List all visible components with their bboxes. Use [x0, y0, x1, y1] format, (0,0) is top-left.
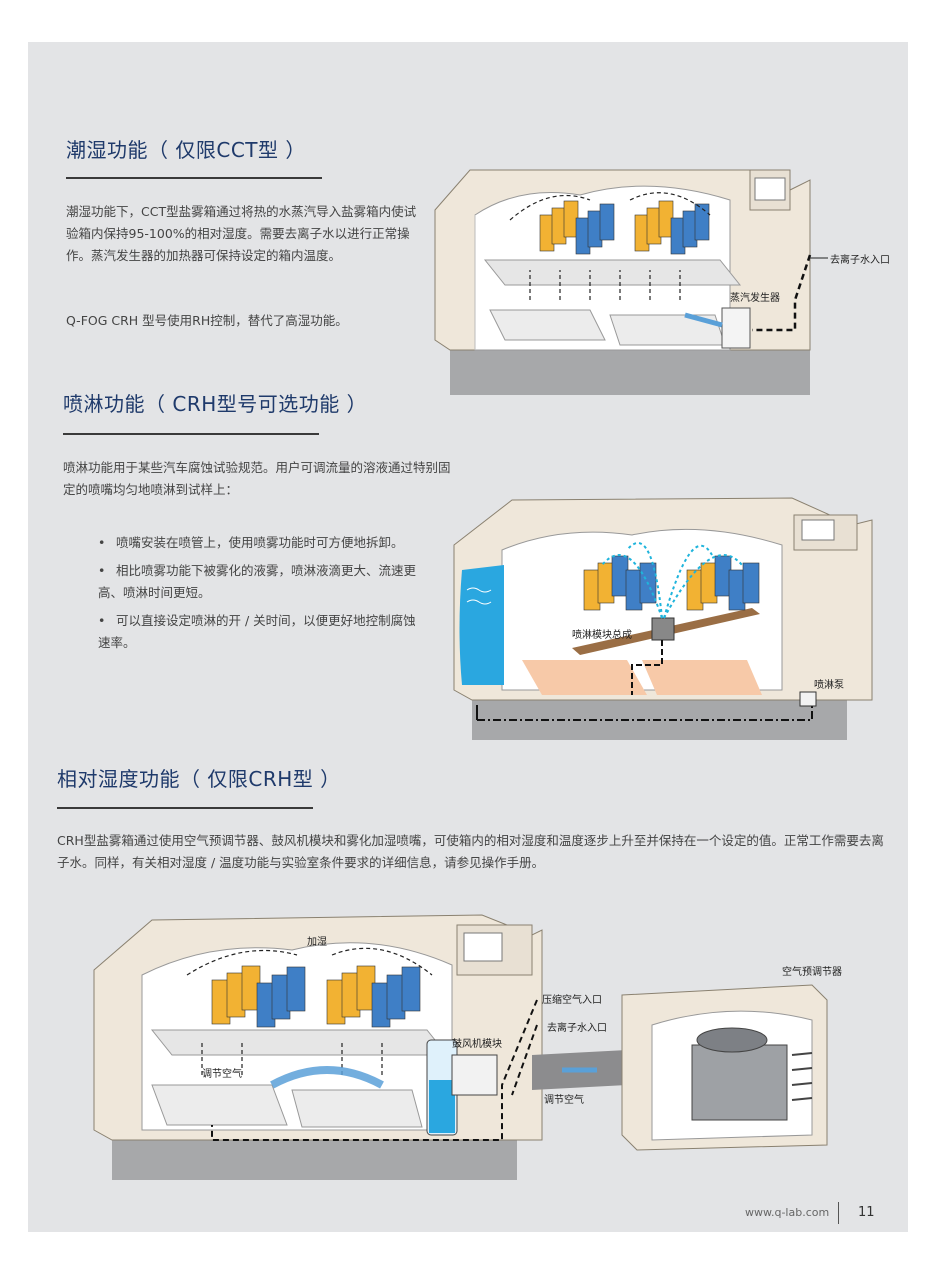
footer-url[interactable]: www.q-lab.com — [745, 1206, 830, 1219]
section1-rule — [66, 177, 322, 179]
spray-chamber-figure: 喷淋模块总成 喷淋泵 — [453, 497, 873, 740]
section2-bullet-list: •喷嘴安装在喷管上，使用喷雾功能时可方便地拆卸。 •相比喷雾功能下被雾化的液雾，… — [98, 532, 418, 660]
label-compressed-air-inlet: 压缩空气入口 — [542, 993, 602, 1006]
bullet-item: •相比喷雾功能下被雾化的液雾，喷淋液滴更大、流速更高、喷淋时间更短。 — [98, 563, 417, 600]
humidity-chamber-figure: 去离子水入口 蒸汽发生器 — [434, 169, 890, 395]
section1-paragraph: 潮湿功能下，CCT型盐雾箱通过将热的水蒸汽导入盐雾箱内使试验箱内保持95-100… — [66, 204, 417, 263]
bullet-item: •喷嘴安装在喷管上，使用喷雾功能时可方便地拆卸。 — [98, 535, 404, 550]
label-conditioned-air-right: 调节空气 — [544, 1093, 584, 1106]
section3-title: 相对湿度功能（ 仅限CRH型 ） — [57, 767, 341, 791]
label-spray-module: 喷淋模块总成 — [572, 628, 632, 641]
specimen-panels-right — [326, 965, 421, 1028]
label-conditioned-air-left: 调节空气 — [202, 1067, 242, 1080]
specimen-panels-right — [686, 555, 760, 611]
section2-title: 喷淋功能（ CRH型号可选功能 ） — [63, 392, 368, 416]
specimen-panels-right — [634, 200, 710, 255]
specimen-panels-left — [539, 200, 615, 255]
label-preconditioner: 空气预调节器 — [782, 965, 842, 978]
reservoir — [459, 565, 504, 685]
spray-pump — [799, 691, 817, 707]
rh-chamber-figure: 加湿 调节空气 鼓风机模块 压缩空气入口 去离子水入口 调节空气 空气预调节器 — [93, 914, 842, 1180]
label-blower-module: 鼓风机模块 — [452, 1037, 502, 1050]
page-number: 11 — [858, 1205, 875, 1220]
label-water-inlet: 去离子水入口 — [547, 1021, 607, 1034]
label-pump: 喷淋泵 — [814, 678, 844, 691]
section1-title: 潮湿功能（ 仅限CCT型 ） — [66, 138, 306, 162]
section2-paragraph: 喷淋功能用于某些汽车腐蚀试验规范。用户可调流量的溶液通过特别固定的喷嘴均匀地喷淋… — [63, 460, 451, 497]
section1-note: Q-FOG CRH 型号使用RH控制，替代了高湿功能。 — [66, 313, 348, 328]
section3-rule — [57, 807, 313, 809]
footer-divider — [838, 1202, 839, 1224]
section3-paragraph: CRH型盐雾箱通过使用空气预调节器、鼓风机模块和雾化加湿喷嘴，可使箱内的相对湿度… — [57, 833, 884, 870]
steam-generator — [721, 307, 751, 349]
specimen-panels-left — [211, 965, 306, 1028]
label-water-inlet: 去离子水入口 — [830, 253, 890, 266]
section2-rule — [63, 433, 319, 435]
blower-module — [451, 1054, 498, 1096]
bullet-item: •可以直接设定喷淋的开 / 关时间，以便更好地控制腐蚀速率。 — [98, 613, 416, 650]
label-humidify: 加湿 — [307, 936, 327, 948]
spray-module — [651, 617, 675, 641]
label-steam-generator: 蒸汽发生器 — [730, 291, 780, 304]
